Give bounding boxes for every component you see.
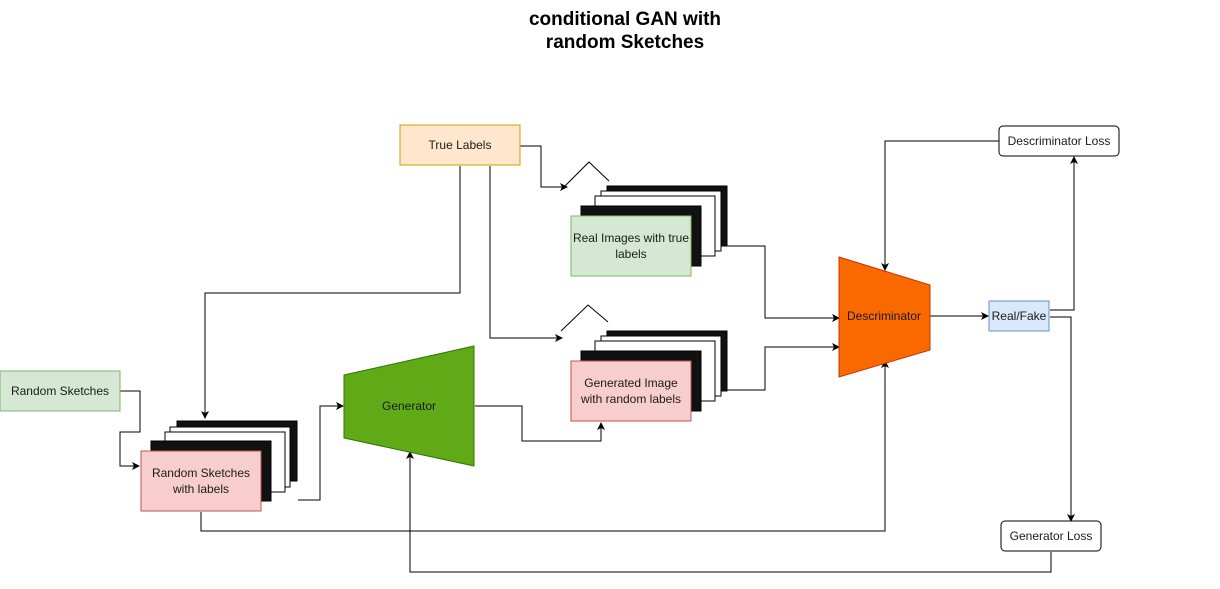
random-sketches-text: Random Sketches — [11, 384, 109, 398]
discriminator-text: Descriminator — [847, 309, 921, 323]
edge-generator-to-generated — [475, 405, 605, 442]
generated-line1: Generated Image — [584, 376, 678, 390]
edge-sketches-to-discriminator-label — [200, 360, 889, 532]
real-images-line1: Real Images with true — [573, 231, 689, 245]
sketches-labels-line2: with labels — [172, 482, 229, 496]
node-true-labels[interactable]: True Labels — [399, 124, 521, 166]
real-fake-text: Real/Fake — [992, 309, 1047, 323]
edge-real-fake-to-disc-loss — [1050, 156, 1078, 311]
node-real-images[interactable]: Real Images with true labels — [570, 215, 692, 277]
generator-text: Generator — [382, 399, 436, 413]
true-labels-text: True Labels — [429, 138, 492, 152]
edge-disc-loss-to-discriminator — [881, 140, 999, 271]
node-random-sketches-with-labels[interactable]: Random Sketches with labels — [140, 450, 262, 512]
edge-true-labels-to-sketch-stack — [201, 166, 461, 419]
node-generator[interactable]: Generator — [343, 345, 475, 467]
node-random-sketches[interactable]: Random Sketches — [0, 370, 121, 412]
generated-line2: with random labels — [580, 392, 681, 406]
node-generated-image[interactable]: Generated Image with random labels — [570, 360, 692, 422]
disc-loss-text: Descriminator Loss — [1008, 134, 1111, 148]
edge-true-labels-to-generated — [489, 166, 563, 342]
edge-gen-loss-to-generator — [406, 451, 1052, 573]
tensor-glyph-bottom — [560, 304, 609, 332]
node-generator-loss[interactable]: Generator Loss — [1000, 520, 1102, 552]
node-discriminator-loss[interactable]: Descriminator Loss — [998, 125, 1120, 157]
edge-real-fake-to-gen-loss — [1050, 316, 1075, 522]
tensor-glyph-top — [563, 161, 610, 188]
edge-real-images-to-discriminator — [727, 245, 840, 322]
node-discriminator[interactable]: Descriminator — [838, 256, 931, 378]
connectors — [119, 140, 1078, 573]
gen-loss-text: Generator Loss — [1010, 529, 1093, 543]
sketches-labels-line1: Random Sketches — [152, 466, 250, 480]
edge-random-sketches-to-stack — [119, 390, 141, 470]
edge-true-labels-to-real-images — [520, 145, 568, 191]
edge-generated-to-discriminator — [727, 343, 840, 391]
real-images-line2: labels — [615, 247, 646, 261]
node-real-fake[interactable]: Real/Fake — [988, 300, 1050, 332]
edge-sketch-stack-to-generator — [298, 402, 344, 501]
diagram-title: conditional GAN with random Sketches — [528, 9, 722, 53]
